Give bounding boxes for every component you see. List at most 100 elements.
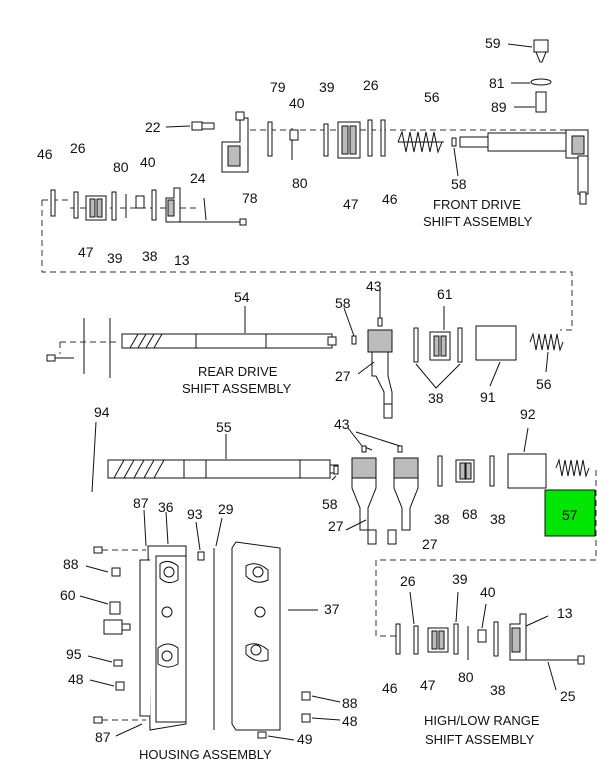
part-27-fork-b[interactable]	[351, 457, 377, 545]
part-58-pin-mid[interactable]	[333, 465, 339, 475]
caption-housing: HOUSING ASSEMBLY	[139, 747, 272, 761]
high-low-shift-assembly	[395, 591, 585, 691]
callout-26-hl: 26	[400, 573, 416, 589]
part-38-ring-d[interactable]	[437, 455, 443, 487]
part-36-cover[interactable]	[139, 545, 187, 731]
callout-46-left: 46	[37, 146, 53, 162]
callout-89: 89	[491, 99, 507, 115]
part-79-ring[interactable]	[267, 121, 273, 157]
callout-29: 29	[218, 501, 234, 517]
caption-rear-drive-line1: REAR DRIVE	[198, 364, 278, 379]
part-68-collar[interactable]	[455, 459, 475, 483]
part-95-fitting[interactable]	[113, 659, 123, 667]
callout-47-mid: 47	[343, 196, 359, 212]
part-54-rail[interactable]	[121, 333, 337, 349]
part-26-washer-front[interactable]	[367, 119, 373, 157]
part-87-bolt-bottom[interactable]	[93, 716, 146, 724]
part-92-sleeve[interactable]	[507, 453, 547, 489]
part-27-fork-a[interactable]	[367, 329, 393, 419]
part-38-ring-b[interactable]	[413, 327, 419, 363]
part-59-switch[interactable]	[533, 39, 549, 63]
callout-88-left: 88	[63, 556, 79, 572]
part-58-pin-rear[interactable]	[351, 335, 357, 345]
callout-40-top: 40	[289, 95, 305, 111]
callout-88-right: 88	[342, 695, 358, 711]
part-39-ring-hl[interactable]	[453, 623, 459, 655]
part-40-nut-rear[interactable]	[135, 195, 145, 209]
callout-55: 55	[216, 419, 232, 435]
callout-93: 93	[187, 506, 203, 522]
callout-81: 81	[489, 75, 505, 91]
callout-80-mid: 80	[292, 175, 308, 191]
part-13-fork-rear[interactable]	[165, 187, 181, 223]
part-91-sleeve[interactable]	[475, 325, 517, 361]
part-48-plug-right[interactable]	[301, 713, 311, 723]
part-small-bolt-rear[interactable]	[46, 354, 74, 362]
callout-80-left: 80	[113, 159, 129, 175]
part-78-shift-fork[interactable]	[221, 111, 249, 173]
part-46-washer-hl[interactable]	[395, 623, 401, 655]
part-57-spring[interactable]	[555, 458, 590, 478]
part-87-bolt-top[interactable]	[93, 546, 146, 554]
part-60-switch[interactable]	[103, 601, 131, 635]
callout-49: 49	[297, 731, 313, 747]
callout-43-rear: 43	[366, 278, 382, 294]
callout-36: 36	[158, 499, 174, 515]
part-93-plug[interactable]	[197, 551, 205, 561]
part-40-nut-front[interactable]	[289, 129, 299, 141]
part-48-plug-left[interactable]	[115, 681, 125, 691]
callout-38-left: 38	[142, 248, 158, 264]
part-39-ring-front[interactable]	[323, 123, 329, 157]
caption-high-low-line2: SHIFT ASSEMBLY	[425, 732, 535, 747]
part-47-collar-front[interactable]	[337, 121, 361, 159]
part-43-screw-c[interactable]	[397, 445, 403, 453]
highlight-part-57[interactable]	[544, 489, 596, 537]
part-61-collar[interactable]	[429, 331, 451, 361]
part-26-washer-hl[interactable]	[413, 625, 419, 655]
part-38-ring-a[interactable]	[151, 189, 157, 221]
part-47-collar-hl[interactable]	[427, 627, 449, 653]
part-38-ring-hl[interactable]	[493, 621, 499, 657]
part-89-plunger[interactable]	[535, 91, 547, 113]
part-43-screw-a[interactable]	[377, 317, 383, 327]
callout-25: 25	[560, 688, 576, 704]
section-captions: FRONT DRIVE SHIFT ASSEMBLY REAR DRIVE SH…	[139, 197, 540, 761]
part-26-washer-rear[interactable]	[73, 191, 79, 219]
part-58-pin-front[interactable]	[451, 137, 457, 147]
callout-39-left: 39	[107, 250, 123, 266]
part-38-ring-e[interactable]	[489, 455, 495, 487]
part-46-washer-front[interactable]	[380, 119, 386, 157]
callout-38-mid-a: 38	[434, 511, 450, 527]
callout-61: 61	[437, 286, 453, 302]
part-47-collar-rear[interactable]	[85, 195, 107, 221]
callout-80-hl: 80	[458, 669, 474, 685]
caption-front-drive-line1: FRONT DRIVE	[433, 197, 521, 212]
part-38-ring-c[interactable]	[457, 327, 463, 363]
part-46-washer-rear[interactable]	[50, 189, 56, 217]
callout-91: 91	[480, 389, 496, 405]
callout-38-mid-b: 38	[490, 511, 506, 527]
part-55-rail[interactable]	[107, 459, 339, 479]
callout-13-hl: 13	[557, 605, 573, 621]
part-43-screw-b[interactable]	[361, 445, 367, 453]
front-shift-rail[interactable]	[459, 129, 589, 205]
part-13-fork-hl[interactable]	[509, 613, 527, 661]
part-81-washer[interactable]	[530, 78, 552, 86]
part-22-bolt[interactable]	[191, 121, 215, 131]
callout-68: 68	[462, 506, 478, 522]
callout-27-mid-a: 27	[328, 518, 344, 534]
callout-48-left: 48	[68, 671, 84, 687]
callout-58-rear: 58	[335, 295, 351, 311]
part-40-nut-hl[interactable]	[477, 629, 487, 643]
part-88-plug-right[interactable]	[301, 691, 311, 701]
part-39-ring-rear[interactable]	[111, 191, 117, 221]
part-49-plug[interactable]	[257, 731, 267, 739]
part-27-fork-c[interactable]	[387, 457, 419, 545]
housing-assembly	[79, 509, 341, 741]
part-88-plug-left[interactable]	[111, 567, 121, 577]
part-56-spring-rear[interactable]	[529, 332, 564, 352]
callout-38-hl: 38	[490, 682, 506, 698]
callout-92: 92	[520, 406, 536, 422]
part-37-housing[interactable]	[231, 541, 281, 731]
